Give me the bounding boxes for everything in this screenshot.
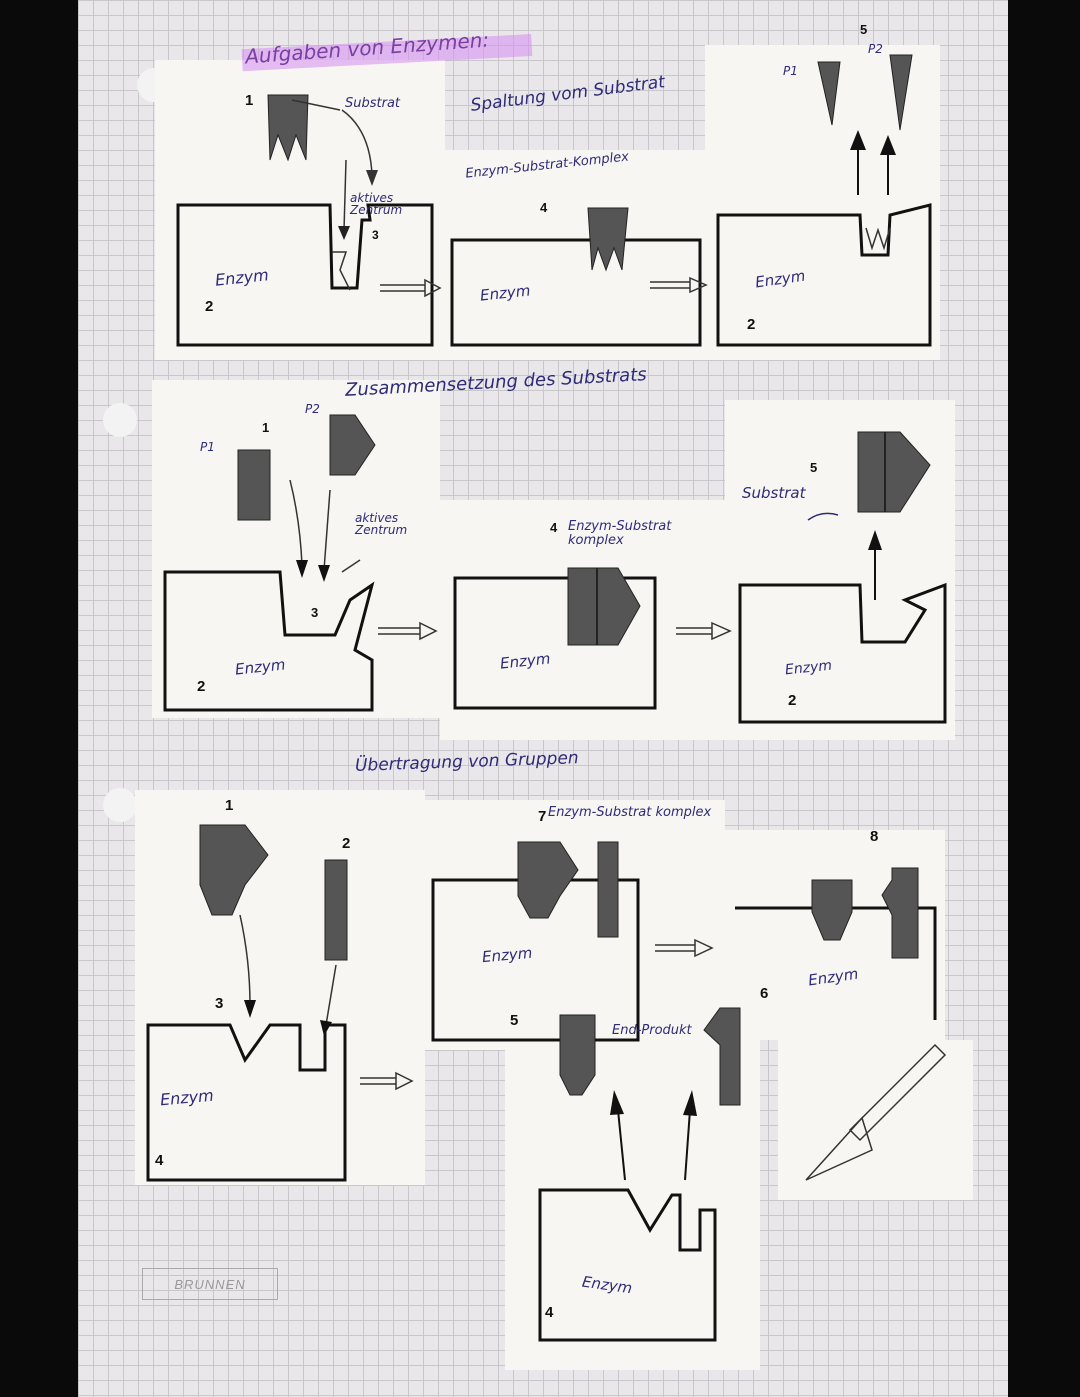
number-3: 3 <box>215 995 224 1012</box>
zusammen-enzyme-3 <box>738 582 947 724</box>
zusammen-enzyme-1 <box>163 570 375 712</box>
uebertragung-enzyme-3 <box>735 906 937 1020</box>
spaltung-enzyme-1 <box>176 203 434 347</box>
number-4: 4 <box>550 520 558 535</box>
punch-hole <box>103 788 137 822</box>
product-p1-rect <box>237 449 271 521</box>
number-2: 2 <box>788 692 797 709</box>
number-3: 3 <box>311 605 319 620</box>
label-complex: Enzym-Substrat komplex <box>568 519 672 548</box>
end-product-acceptor <box>703 1007 741 1106</box>
product-p1 <box>817 61 841 126</box>
number-2: 2 <box>197 678 206 695</box>
group-donor-shape <box>199 824 269 916</box>
spaltung-enzyme-2 <box>450 238 702 347</box>
punch-hole <box>103 403 137 437</box>
label-aktives-zentrum: aktives Zentrum <box>355 511 408 537</box>
number-7: 7 <box>538 808 547 825</box>
label-p2: P2 <box>868 42 883 56</box>
number-8: 8 <box>870 828 879 845</box>
zusammen-enzyme-2 <box>453 576 657 710</box>
arrow-to-zentrum <box>341 109 373 176</box>
substrate-complex-shape <box>587 207 629 272</box>
number-2: 2 <box>747 316 756 333</box>
complex3-acceptor <box>881 867 919 959</box>
label-aktives-zentrum: aktives Zentrum <box>350 191 403 217</box>
label-complex: Enzym-Substrat komplex <box>548 805 712 820</box>
number-1: 1 <box>245 92 254 109</box>
label-endprodukt: End-Produkt <box>612 1023 692 1038</box>
card-uebertragung-1 <box>135 790 425 1185</box>
number-5: 5 <box>510 1012 519 1029</box>
card-uebertragung-4 <box>505 980 760 1370</box>
number-6: 6 <box>760 985 769 1002</box>
number-2: 2 <box>205 298 214 315</box>
complex3-donor <box>811 879 853 941</box>
number-4: 4 <box>540 200 548 215</box>
heading-highlight <box>241 34 533 72</box>
number-5: 5 <box>860 22 868 37</box>
label-substrat: Substrat <box>345 96 401 111</box>
complex-donor <box>517 841 579 919</box>
card-spaltung-2 <box>440 150 720 360</box>
uebertragung-enzyme-4 <box>538 1188 717 1342</box>
brand-logo: BRUNNEN <box>142 1268 278 1300</box>
end-product-donor <box>559 1014 596 1096</box>
substrate-w-shape <box>267 94 309 162</box>
number-5: 5 <box>810 460 818 475</box>
card-arrow <box>778 1040 973 1200</box>
number-2: 2 <box>342 835 351 852</box>
number-1: 1 <box>225 797 234 814</box>
complex-shape <box>567 567 641 646</box>
label-p2: P2 <box>305 402 320 416</box>
group-acceptor-rect <box>324 859 348 961</box>
number-3: 3 <box>372 228 379 242</box>
label-p1: P1 <box>200 440 215 454</box>
product-p2-hex <box>329 414 376 476</box>
spaltung-enzyme-3 <box>716 203 932 347</box>
big-diagonal-arrow <box>805 1043 947 1181</box>
product-p2 <box>889 54 913 131</box>
label-p1: P1 <box>783 64 798 78</box>
complex-acceptor <box>597 841 619 938</box>
number-4: 4 <box>545 1304 554 1321</box>
number-4: 4 <box>155 1152 164 1169</box>
label-substrat: Substrat <box>742 484 806 502</box>
substrat-assembled <box>857 431 931 513</box>
uebertragung-enzyme-1 <box>146 1023 347 1182</box>
card-zusammen-1 <box>152 380 440 718</box>
number-1: 1 <box>262 420 270 435</box>
